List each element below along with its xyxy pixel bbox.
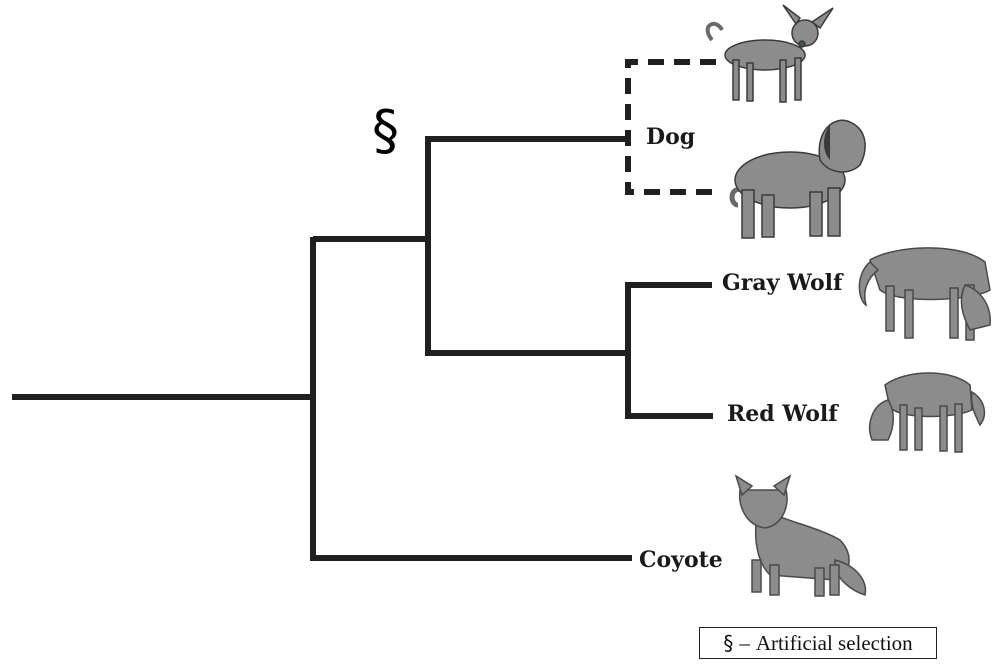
taxon-label-dog: Dog [646, 124, 696, 150]
legend-box: § – Artificial selection [699, 627, 937, 659]
chihuahua-icon [705, 4, 834, 103]
legend-symbol: § [723, 631, 734, 655]
artificial-selection-marker: § [372, 99, 399, 162]
taxon-label-red-wolf: Red Wolf [727, 401, 838, 427]
legend-dash: – [739, 630, 750, 655]
mastiff-dog-icon [729, 119, 866, 239]
red-wolf-icon [868, 372, 986, 453]
taxon-label-coyote: Coyote [639, 547, 723, 573]
coyote-icon [734, 474, 867, 597]
dog-group-bracket [625, 59, 716, 195]
legend-text: Artificial selection [755, 630, 913, 655]
taxon-label-gray-wolf: Gray Wolf [722, 270, 843, 296]
gray-wolf-icon [858, 247, 991, 341]
